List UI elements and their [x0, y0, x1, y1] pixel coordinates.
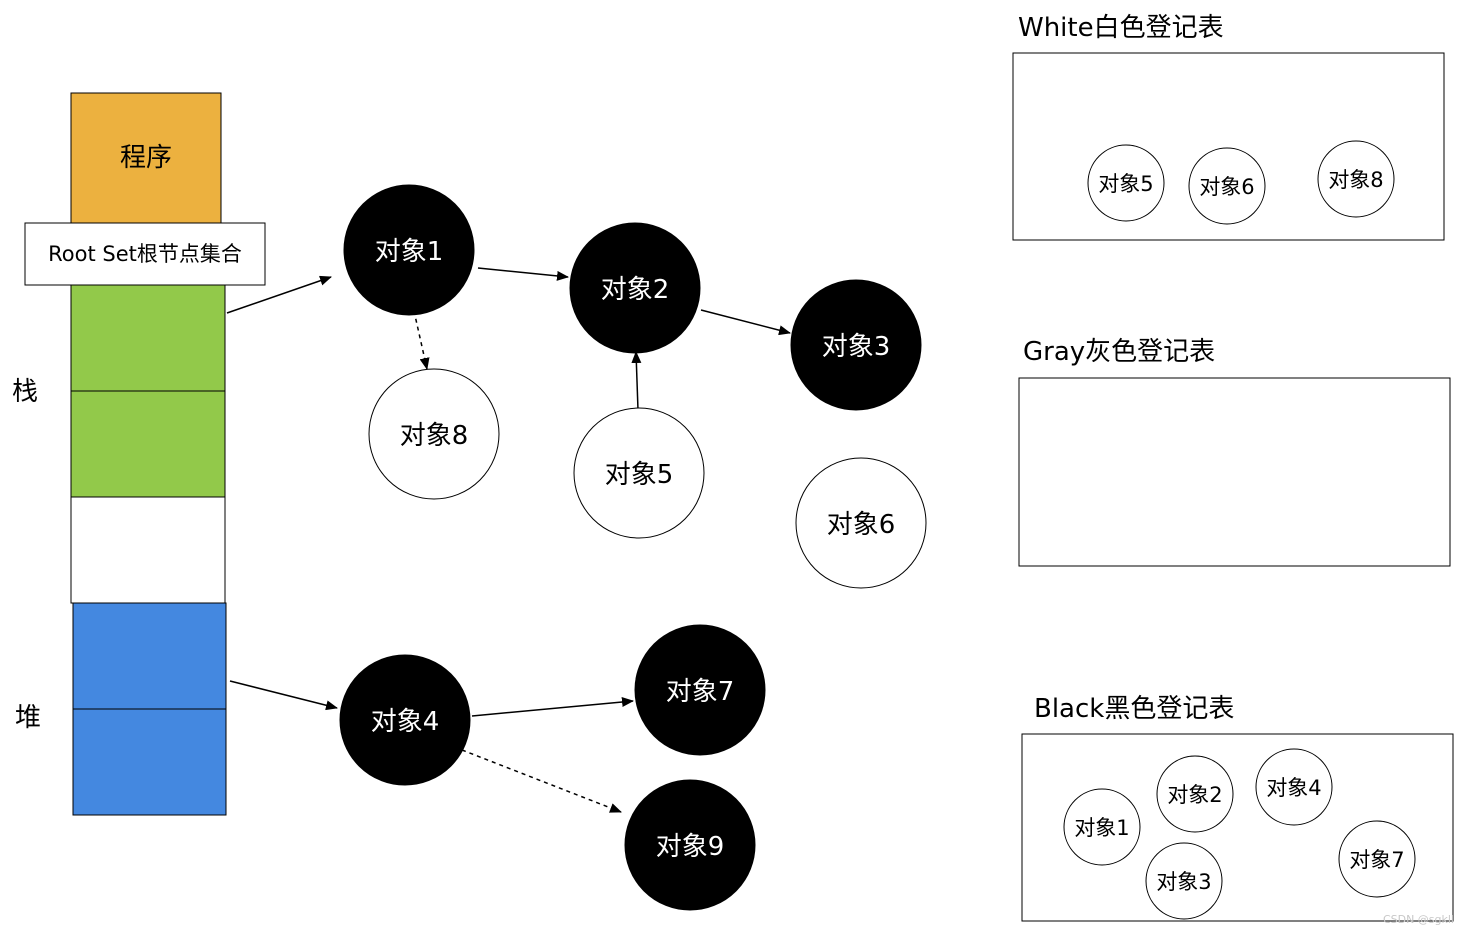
heap-block-1	[72, 602, 227, 710]
root-set-label: Root Set根节点集合	[48, 242, 242, 266]
node-obj5: 对象5	[573, 407, 705, 539]
black-register-item-label: 对象4	[1266, 776, 1321, 800]
watermark-text: CSDN @sgkll	[1382, 913, 1454, 926]
gray-register-box	[1018, 377, 1451, 567]
node-obj9: 对象9	[624, 779, 756, 911]
heap-label: 堆	[15, 703, 41, 733]
node-obj9-label: 对象9	[656, 832, 725, 862]
node-obj2-label: 对象2	[601, 275, 670, 305]
edge-obj5-to-obj2	[631, 351, 642, 411]
heap-block-2	[72, 708, 227, 816]
edge-obj4-to-obj7	[471, 697, 634, 717]
program-label: 程序	[120, 143, 172, 173]
white-register-item: 对象8	[1317, 140, 1395, 218]
node-obj6-label: 对象6	[827, 510, 896, 540]
node-obj2: 对象2	[569, 222, 701, 354]
edge-stack-to-obj1	[226, 275, 332, 314]
black-register-item-label: 对象7	[1349, 848, 1404, 872]
white-register-item-label: 对象6	[1199, 175, 1254, 199]
white-register-item: 对象6	[1188, 147, 1266, 225]
node-obj8: 对象8	[368, 368, 500, 500]
black-register-title: Black黑色登记表	[1034, 694, 1234, 724]
node-obj7-label: 对象7	[666, 677, 735, 707]
gray-register-title: Gray灰色登记表	[1023, 337, 1215, 367]
edge-obj2-to-obj3	[700, 309, 791, 336]
white-register-item-label: 对象5	[1098, 172, 1153, 196]
node-obj7: 对象7	[634, 624, 766, 756]
black-register-item: 对象1	[1063, 788, 1141, 866]
root-set-box	[24, 222, 266, 286]
node-obj5-label: 对象5	[605, 460, 674, 490]
node-obj3: 对象3	[790, 279, 922, 411]
node-obj4: 对象4	[339, 654, 471, 786]
edge-heap-to-obj4	[229, 680, 338, 711]
black-register-item: 对象2	[1156, 755, 1234, 833]
stack-block-2	[70, 390, 226, 498]
black-register-item-label: 对象1	[1074, 816, 1129, 840]
edge-obj1-to-obj8-dashed	[413, 310, 430, 370]
node-obj8-label: 对象8	[400, 421, 469, 451]
stack-label: 栈	[12, 377, 38, 407]
program-block	[70, 92, 222, 224]
white-register-title: White白色登记表	[1018, 13, 1224, 43]
node-obj6: 对象6	[795, 457, 927, 589]
node-obj3-label: 对象3	[822, 332, 891, 362]
edge-obj1-to-obj2	[477, 267, 569, 281]
black-register-item: 对象7	[1338, 820, 1416, 898]
black-register-item-label: 对象3	[1156, 870, 1211, 894]
black-register-item: 对象3	[1145, 842, 1223, 920]
black-register-item: 对象4	[1255, 748, 1333, 826]
white-register-item: 对象5	[1087, 144, 1165, 222]
edge-obj4-to-obj9-dashed	[461, 749, 622, 813]
node-obj1-label: 对象1	[375, 237, 444, 267]
node-obj1: 对象1	[343, 184, 475, 316]
black-register-item-label: 对象2	[1167, 783, 1222, 807]
stack-block-1	[70, 284, 226, 392]
empty-block	[70, 496, 226, 604]
white-register-item-label: 对象8	[1328, 168, 1383, 192]
node-obj4-label: 对象4	[371, 707, 440, 737]
